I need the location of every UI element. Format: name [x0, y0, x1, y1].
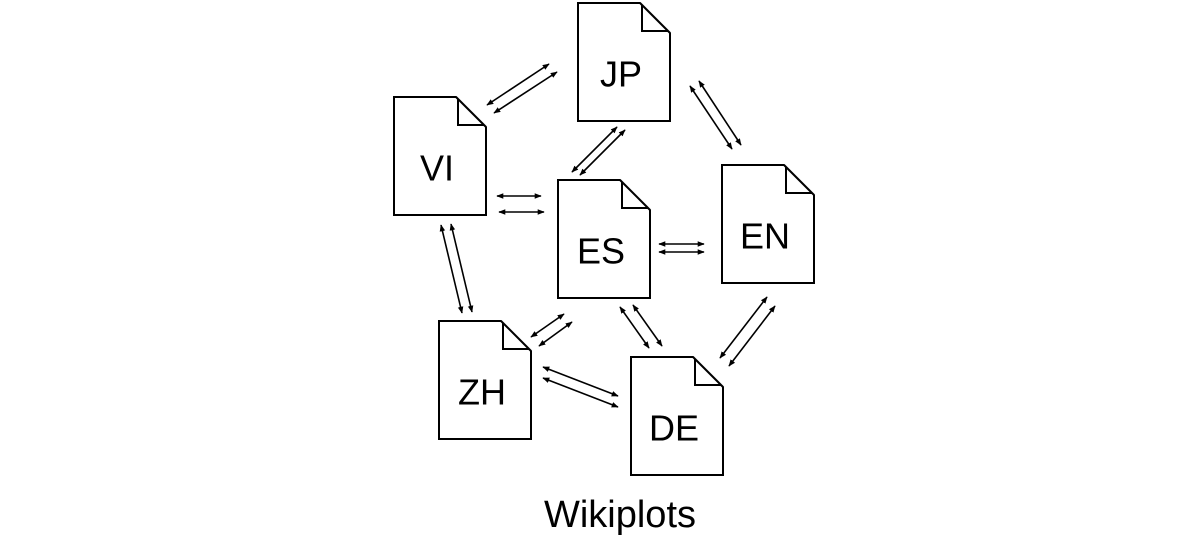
document-icon — [577, 2, 671, 122]
edge-es-zh — [530, 313, 573, 347]
page-fold-icon — [457, 96, 487, 126]
double-arrow-icon — [571, 126, 618, 173]
page-fold-icon — [694, 356, 724, 386]
page-fold-icon — [785, 164, 815, 194]
document-node-en: EN — [721, 164, 815, 284]
edge-jp-es — [571, 126, 626, 176]
page-fold-icon — [641, 2, 671, 32]
document-node-zh: ZH — [438, 320, 532, 440]
edge-vi-jp — [486, 63, 558, 114]
document-icon — [630, 356, 724, 476]
document-label: EN — [740, 215, 790, 256]
double-arrow-icon — [538, 321, 573, 347]
nodes-layer: JP VI ES EN ZH DE — [393, 2, 815, 476]
page-fold-icon — [502, 320, 532, 350]
edge-es-de — [619, 304, 663, 349]
edge-es-en — [658, 241, 705, 255]
double-arrow-icon — [439, 224, 464, 314]
double-arrow-icon — [542, 377, 619, 408]
document-icon — [438, 320, 532, 440]
double-arrow-icon — [493, 71, 558, 114]
double-arrow-icon — [619, 306, 650, 349]
edge-zh-de — [542, 366, 619, 408]
edge-vi-es — [496, 193, 545, 215]
document-label: JP — [600, 53, 642, 94]
double-arrow-icon — [689, 85, 733, 150]
double-arrow-icon — [728, 305, 776, 367]
edges-layer — [439, 63, 776, 408]
double-arrow-icon — [579, 129, 626, 176]
double-arrow-icon — [698, 80, 742, 146]
double-arrow-icon — [632, 304, 663, 347]
document-label: VI — [420, 147, 454, 188]
document-node-vi: VI — [393, 96, 487, 216]
document-icon — [557, 179, 651, 299]
double-arrow-icon — [530, 313, 565, 338]
document-node-jp: JP — [577, 2, 671, 122]
double-arrow-icon — [486, 63, 550, 106]
double-arrow-icon — [449, 223, 474, 313]
edge-en-de — [719, 296, 776, 367]
double-arrow-icon — [719, 296, 768, 359]
document-icon — [721, 164, 815, 284]
edge-jp-en — [689, 80, 742, 150]
diagram-caption: Wikiplots — [544, 494, 696, 536]
document-node-es: ES — [557, 179, 651, 299]
document-node-de: DE — [630, 356, 724, 476]
document-label: DE — [649, 407, 699, 448]
document-label: ES — [577, 230, 625, 271]
edge-vi-zh — [439, 223, 474, 314]
document-label: ZH — [458, 371, 506, 412]
page-fold-icon — [621, 179, 651, 209]
document-icon — [393, 96, 487, 216]
